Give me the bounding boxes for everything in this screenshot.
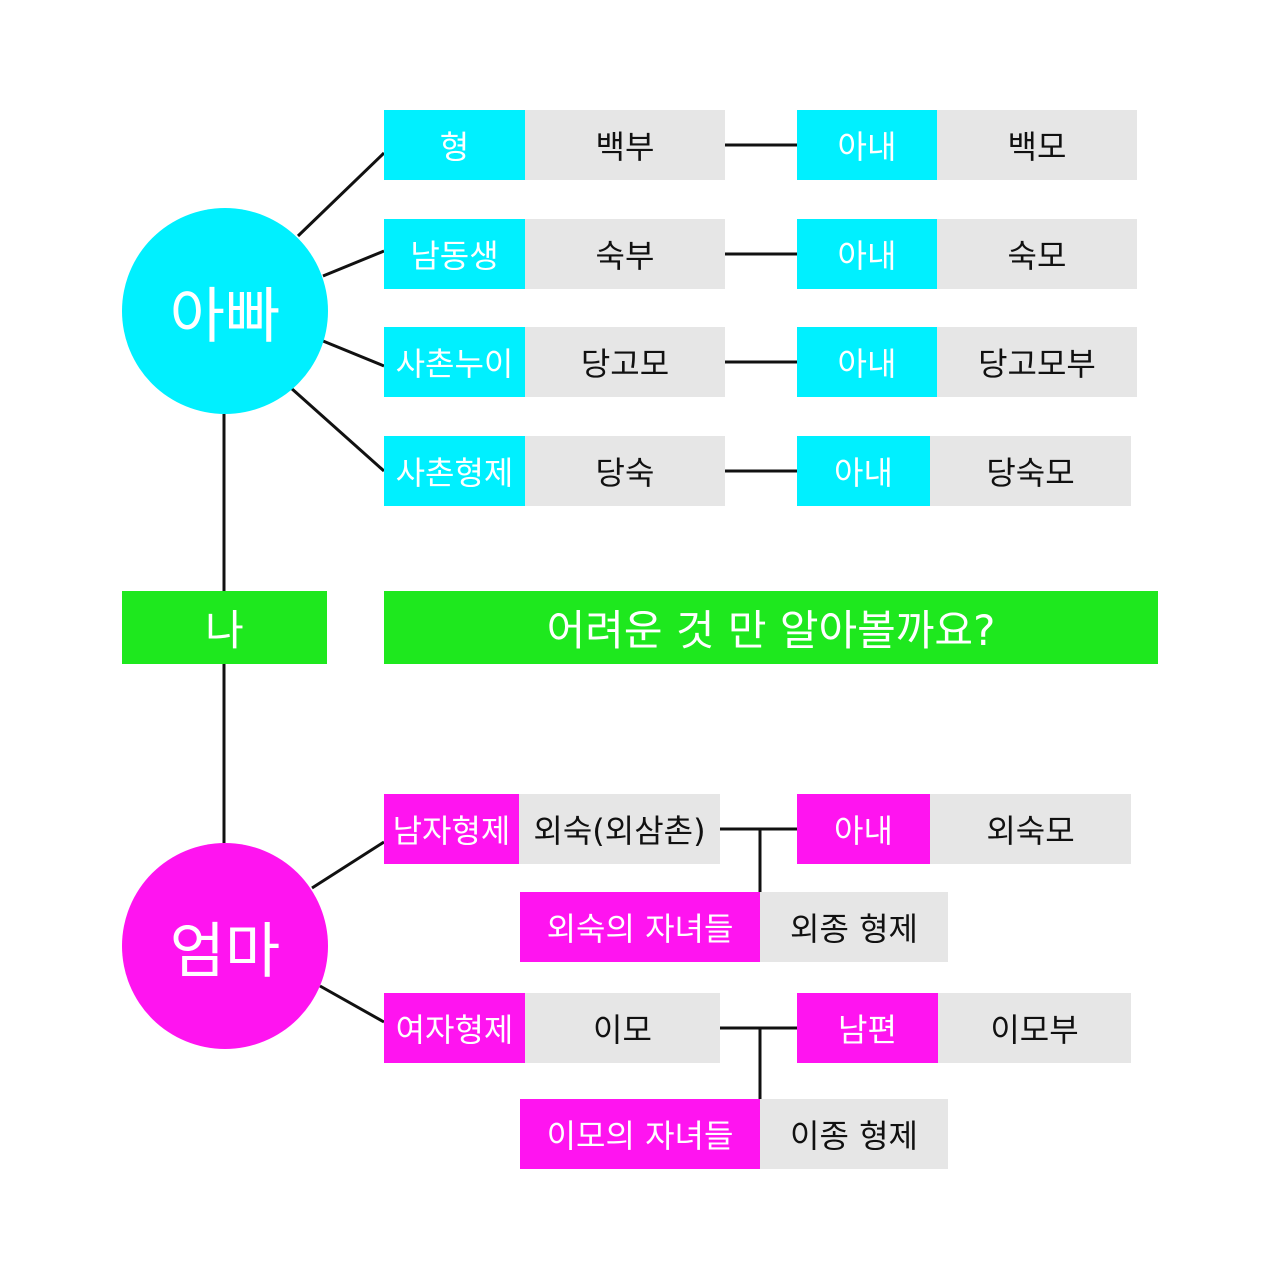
line-mom-sisters bbox=[319, 984, 385, 1024]
spouse-title-box: 숙모 bbox=[937, 219, 1137, 289]
spouse-relation-box: 남편 bbox=[797, 993, 938, 1063]
title-box: 외숙(외삼촌) bbox=[519, 794, 720, 864]
banner: 어려운 것 만 알아볼까요? bbox=[384, 591, 1158, 664]
me-node: 나 bbox=[122, 591, 327, 664]
relation-box: 사촌누이 bbox=[384, 327, 525, 397]
title-box: 당고모 bbox=[525, 327, 725, 397]
relation-box: 여자형제 bbox=[384, 993, 525, 1063]
relation-box: 남자형제 bbox=[384, 794, 519, 864]
spouse-relation-box: 아내 bbox=[797, 110, 937, 180]
relation-box: 형 bbox=[384, 110, 525, 180]
mom-node: 엄마 bbox=[122, 843, 328, 1049]
title-box: 이모 bbox=[525, 993, 720, 1063]
line-dad-sachonnui bbox=[322, 339, 385, 368]
spouse-relation-box: 아내 bbox=[797, 219, 937, 289]
title-box: 백부 bbox=[525, 110, 725, 180]
spouse-title-box: 백모 bbox=[937, 110, 1137, 180]
children-title-box: 외종 형제 bbox=[760, 892, 948, 962]
spouse-title-box: 당고모부 bbox=[937, 327, 1137, 397]
relation-box: 사촌형제 bbox=[384, 436, 525, 506]
line-mom-brothers bbox=[311, 840, 385, 890]
dad-node: 아빠 bbox=[122, 208, 328, 414]
line-dad-sachonhyeongje bbox=[290, 386, 385, 473]
title-box: 숙부 bbox=[525, 219, 725, 289]
dad-label: 아빠 bbox=[169, 281, 281, 352]
line-dad-namdongsaeng bbox=[322, 249, 385, 278]
spouse-title-box: 당숙모 bbox=[930, 436, 1131, 506]
spouse-title-box: 외숙모 bbox=[930, 794, 1131, 864]
spouse-relation-box: 아내 bbox=[797, 794, 930, 864]
relation-box: 남동생 bbox=[384, 219, 525, 289]
children-relation-box: 외숙의 자녀들 bbox=[520, 892, 760, 962]
line-dad-hyeong bbox=[296, 151, 386, 238]
title-box: 당숙 bbox=[525, 436, 725, 506]
spouse-title-box: 이모부 bbox=[938, 993, 1131, 1063]
spouse-relation-box: 아내 bbox=[797, 436, 930, 506]
mom-label: 엄마 bbox=[169, 916, 281, 987]
children-relation-box: 이모의 자녀들 bbox=[520, 1099, 760, 1169]
spouse-relation-box: 아내 bbox=[797, 327, 937, 397]
children-title-box: 이종 형제 bbox=[760, 1099, 948, 1169]
